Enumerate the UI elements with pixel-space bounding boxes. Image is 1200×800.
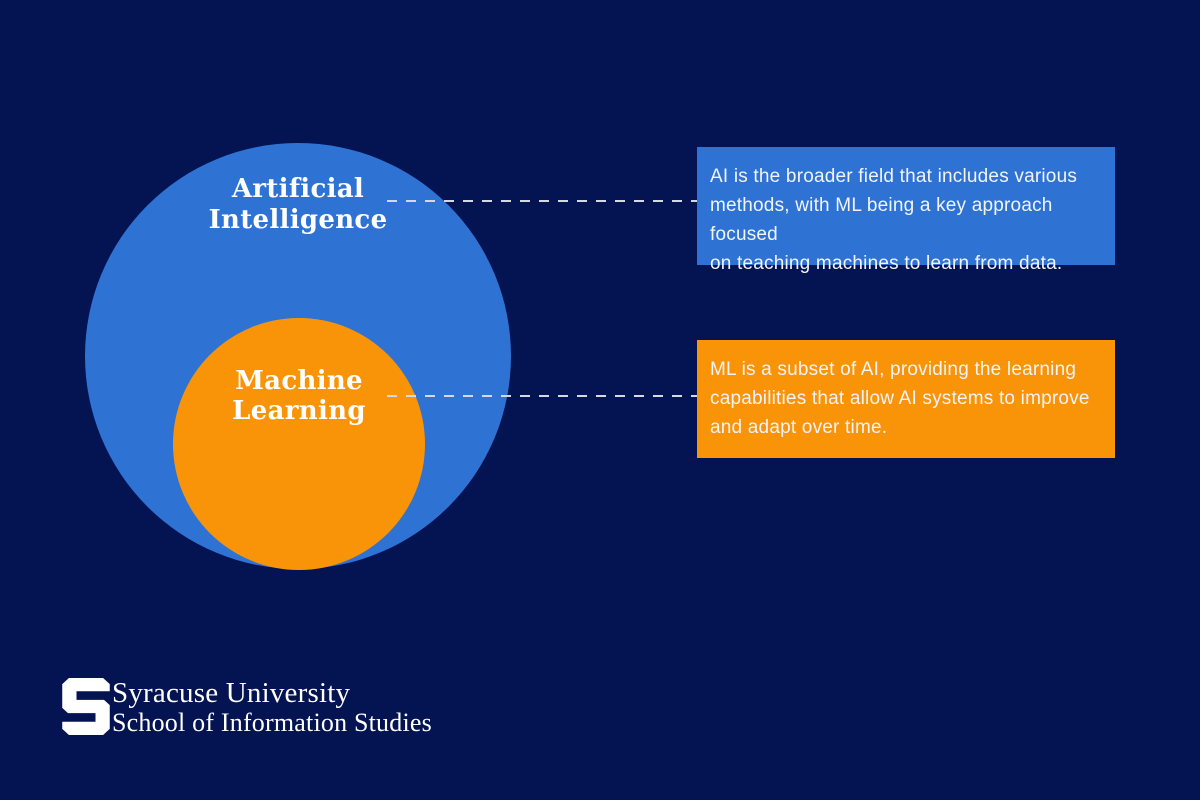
ml-circle-label: Machine Learning xyxy=(232,366,366,426)
ai-callout-box: AI is the broader field that includes va… xyxy=(697,147,1115,274)
org-unit: School of Information Studies xyxy=(112,708,432,737)
ml-callout-box: ML is a subset of AI, providing the lear… xyxy=(697,340,1115,458)
ml-circle xyxy=(173,318,425,570)
syracuse-block-s-logo-icon xyxy=(62,678,110,735)
ml-connector-dashed-line xyxy=(387,395,697,397)
org-name: Syracuse University xyxy=(112,677,351,709)
footer-branding: Syracuse University School of Informatio… xyxy=(112,678,432,737)
ai-circle-label: Artificial Intelligence xyxy=(208,174,388,235)
ai-connector-dashed-line xyxy=(387,200,697,202)
